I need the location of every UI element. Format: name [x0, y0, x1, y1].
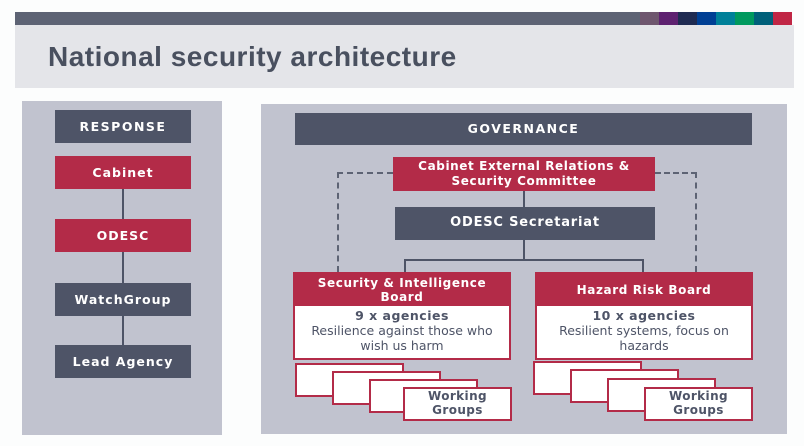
brand-square [735, 12, 754, 25]
title-band: National security architecture [15, 25, 794, 88]
brand-square [773, 12, 792, 25]
connector-watchgroup-lead-agency [122, 316, 124, 345]
connector-cabinet-odesc [122, 189, 124, 219]
board-security-intelligence-body: 9 x agencies Resilience against those wh… [295, 306, 509, 358]
connector-secretariat-drop [523, 240, 525, 261]
committee-box: Cabinet External Relations & Security Co… [393, 157, 655, 191]
board-hazard-risk-focus: Resilient systems, focus on hazards [559, 322, 729, 353]
brand-square [678, 12, 697, 25]
brand-square [640, 12, 659, 25]
board-hazard-risk: Hazard Risk Board 10 x agencies Resilien… [535, 272, 753, 361]
connector-drop-left-board [404, 259, 406, 272]
brand-square [659, 12, 678, 25]
connector-boards-horizontal [404, 259, 644, 261]
board-security-intelligence-focus: Resilience against those who wish us har… [311, 322, 493, 353]
response-item-odesc: ODESC [55, 219, 191, 252]
board-hazard-risk-agencies: 10 x agencies [592, 308, 696, 323]
response-item-lead-agency: Lead Agency [55, 345, 191, 378]
governance-header-box: GOVERNANCE [295, 113, 752, 145]
brand-square [697, 12, 716, 25]
board-security-intelligence-agencies: 9 x agencies [355, 308, 449, 323]
working-groups-card-right: Working Groups [644, 387, 753, 421]
brand-square [716, 12, 735, 25]
brand-square [754, 12, 773, 25]
response-item-cabinet: Cabinet [55, 156, 191, 189]
response-item-watchgroup: WatchGroup [55, 283, 191, 316]
dashed-committee-right-horizontal [655, 172, 697, 174]
dashed-committee-left-horizontal [337, 172, 393, 174]
board-hazard-risk-body: 10 x agencies Resilient systems, focus o… [537, 306, 751, 358]
connector-odesc-watchgroup [122, 252, 124, 283]
board-security-intelligence: Security & Intelligence Board 9 x agenci… [293, 272, 511, 361]
response-header-box: RESPONSE [55, 110, 191, 143]
board-hazard-risk-title: Hazard Risk Board [537, 274, 751, 306]
page-title: National security architecture [48, 40, 457, 72]
working-groups-card-left: Working Groups [403, 387, 512, 421]
connector-drop-right-board [642, 259, 644, 272]
board-security-intelligence-title: Security & Intelligence Board [295, 274, 509, 306]
secretariat-box: ODESC Secretariat [395, 207, 655, 240]
dashed-committee-right-vertical [695, 172, 697, 272]
connector-committee-secretariat [523, 191, 525, 207]
brand-bar [15, 12, 792, 25]
dashed-committee-left-vertical [337, 172, 339, 272]
